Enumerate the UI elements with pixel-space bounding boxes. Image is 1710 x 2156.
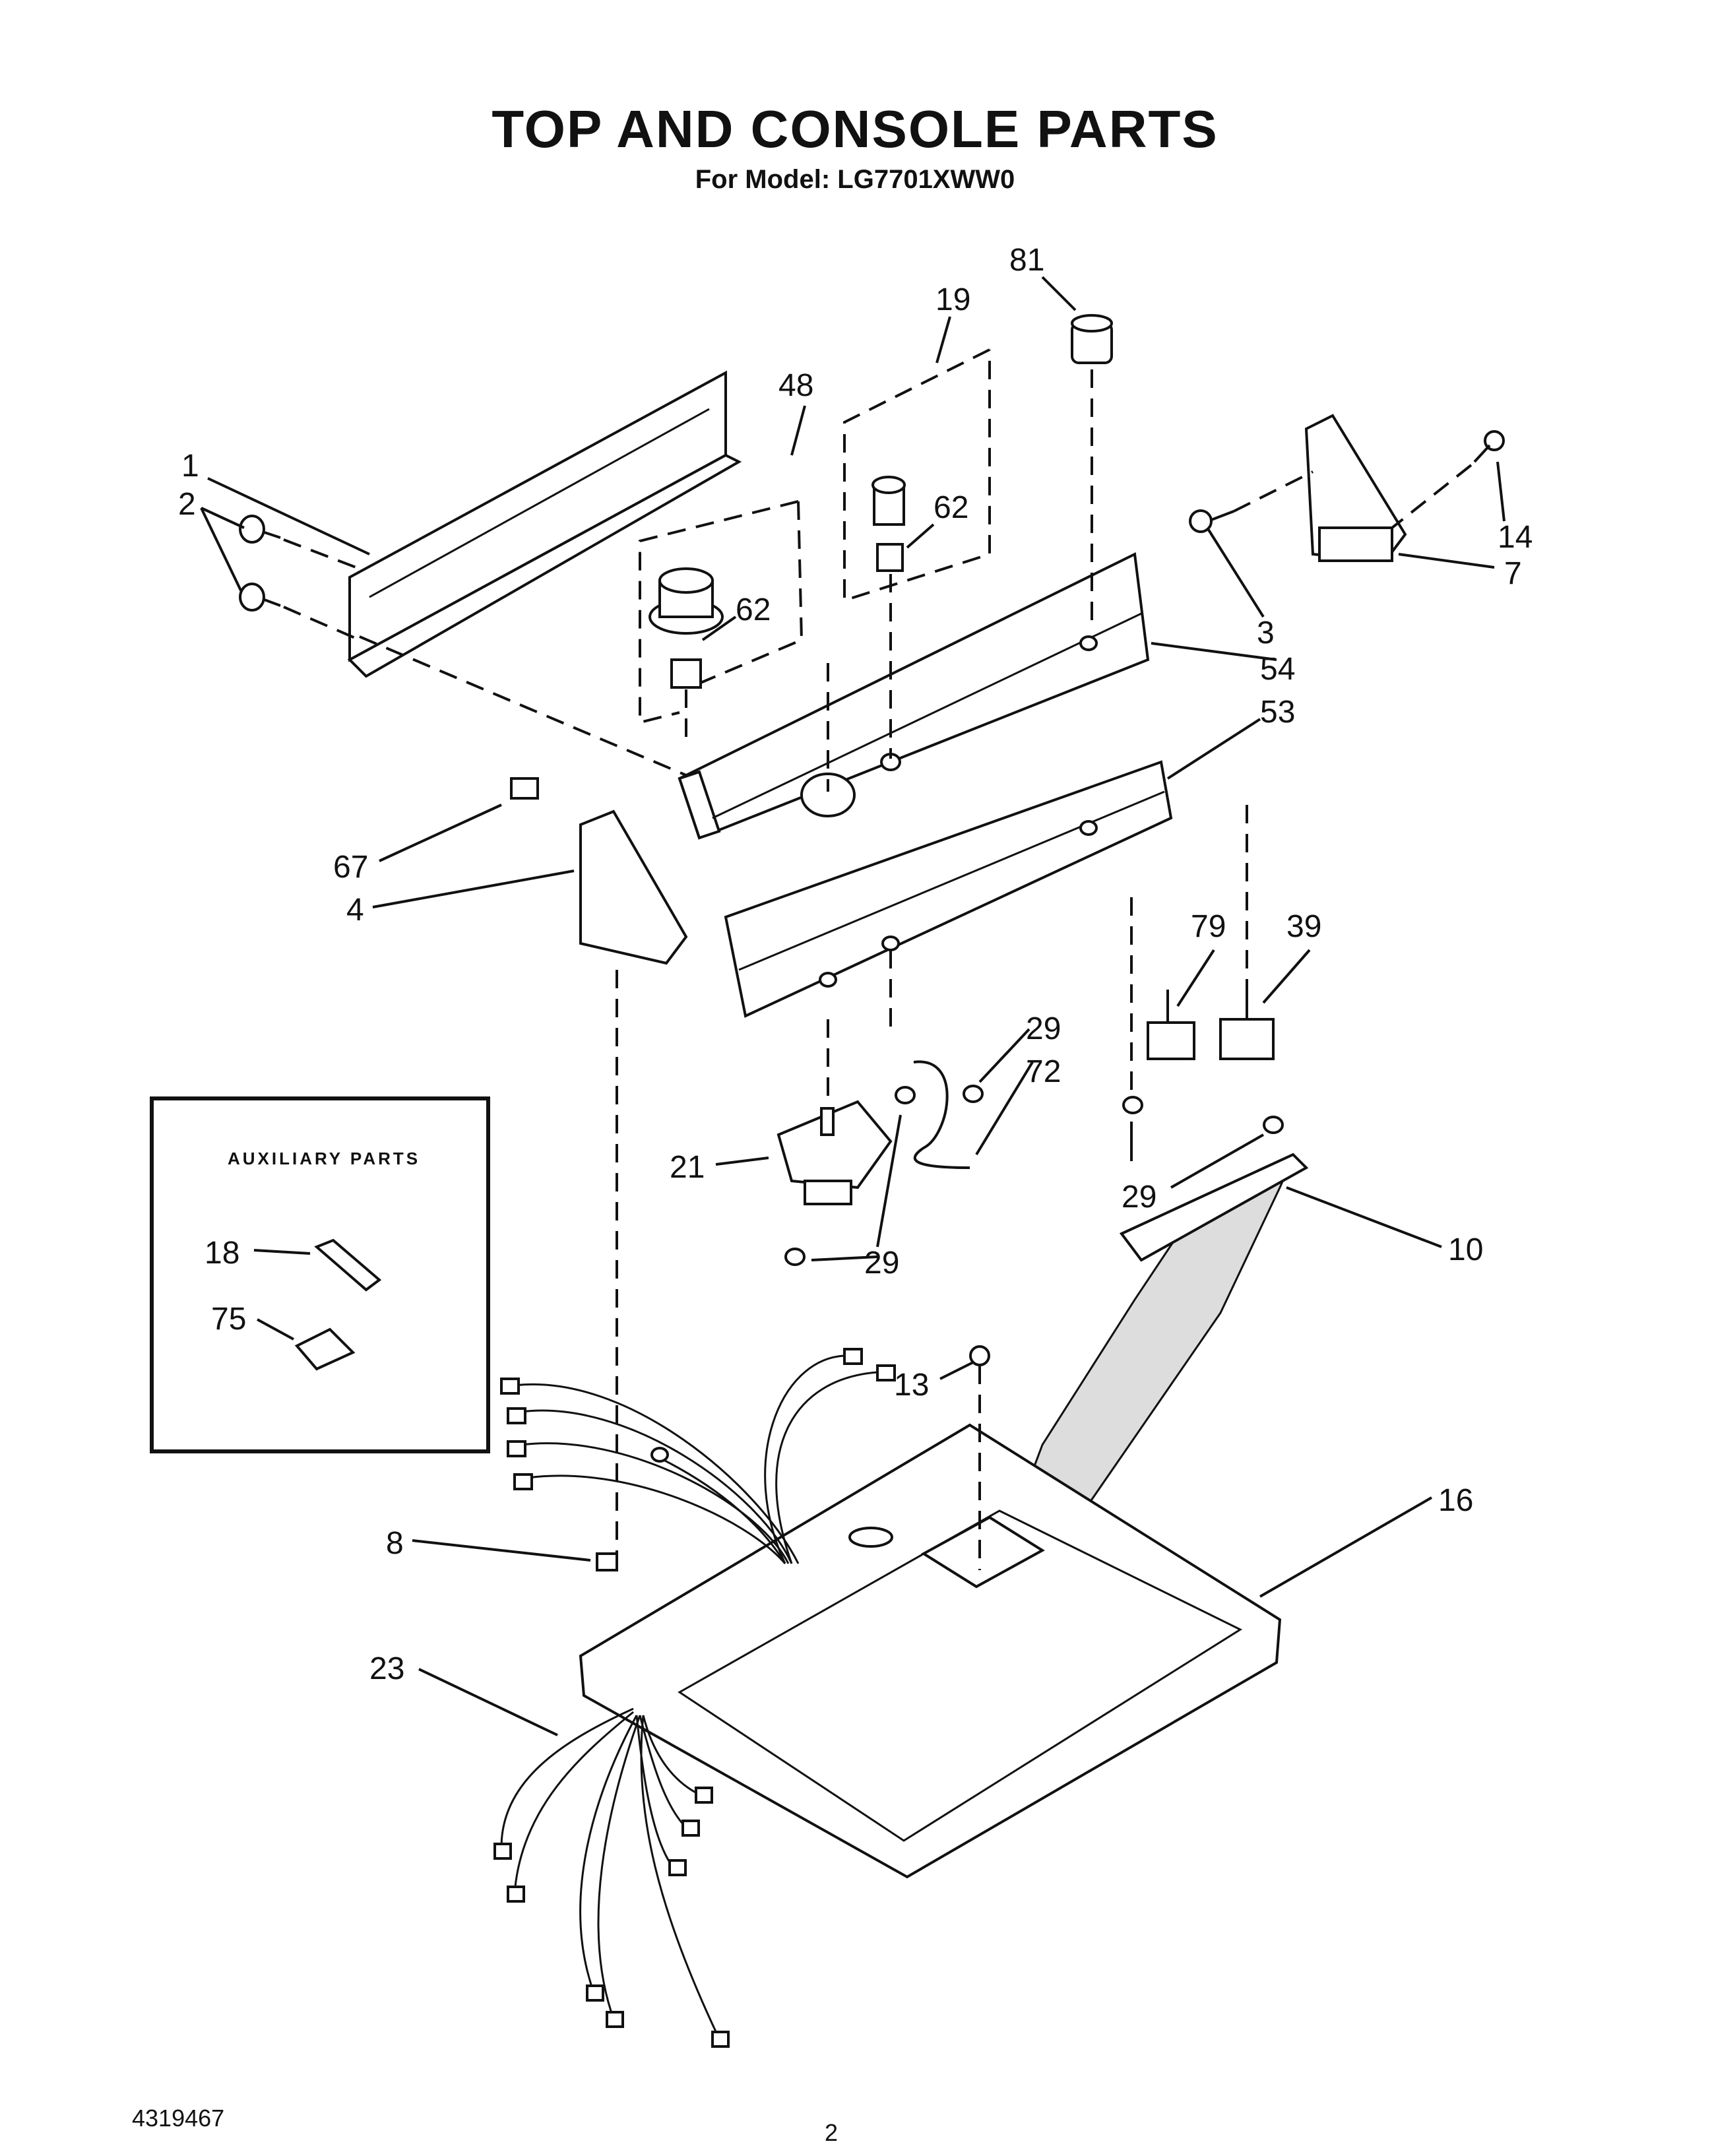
callout-7: 7: [1504, 556, 1522, 591]
callout-53: 53: [1260, 695, 1295, 730]
part-lint-duct-10: [1021, 1153, 1309, 1506]
callout-29b: 29: [864, 1246, 899, 1281]
callout-62a: 62: [934, 490, 968, 525]
callout-8: 8: [386, 1526, 404, 1561]
guide-line: [1391, 464, 1472, 529]
part-wire-harness-upper: [500, 1348, 896, 1564]
callout-labels: 1 2 3 4 7 8 10 13 14 16 18 19 21 23 29 2…: [178, 243, 1533, 1686]
guide-line: [359, 635, 687, 777]
part-top-panel-16: [579, 1423, 1282, 1879]
callout-79: 79: [1191, 909, 1226, 944]
part-ground-wire-72: [913, 1060, 970, 1169]
part-clip-8: [596, 1552, 618, 1571]
auxiliary-title: AUXILIARY PARTS: [228, 1149, 420, 1168]
group-outline-19: [843, 348, 991, 602]
part-timer-knob: [649, 567, 724, 689]
callout-16: 16: [1438, 1483, 1473, 1518]
model-subtitle: For Model: LG7701XWW0: [695, 165, 1015, 194]
callout-81: 81: [1009, 243, 1044, 278]
callout-10: 10: [1448, 1232, 1483, 1267]
part-switch-79: [1147, 990, 1195, 1060]
part-connector-75: [294, 1327, 356, 1371]
part-knob-81: [1071, 314, 1113, 364]
callout-29c: 29: [1122, 1180, 1156, 1215]
page-number: 2: [825, 2119, 839, 2146]
callout-3: 3: [1257, 616, 1275, 650]
part-terminal-18: [314, 1238, 382, 1292]
callout-1: 1: [181, 449, 199, 484]
callout-67: 67: [333, 850, 368, 885]
part-timer-21: [776, 1100, 893, 1205]
callout-62b: 62: [736, 592, 771, 627]
callout-13: 13: [894, 1368, 929, 1403]
part-console-54: [678, 552, 1150, 840]
callout-75: 75: [211, 1302, 246, 1337]
group-outline-48: [639, 500, 799, 724]
callout-72: 72: [1026, 1054, 1061, 1089]
part-end-cap-7: [1304, 414, 1407, 563]
group-outline-48: [692, 501, 804, 687]
callout-39: 39: [1286, 909, 1321, 944]
callout-23: 23: [369, 1651, 404, 1686]
part-clip-67: [510, 777, 539, 800]
guide-line: [283, 606, 360, 641]
callout-54: 54: [1260, 652, 1295, 687]
document-number: 4319467: [132, 2105, 225, 2132]
part-console-base-53: [724, 760, 1173, 1018]
part-wire-harness-23: [493, 1707, 730, 2048]
part-rear-bracket: [347, 370, 742, 678]
callout-29a: 29: [1026, 1011, 1061, 1046]
part-screws-2: [239, 515, 281, 612]
auxiliary-parts-box: AUXILIARY PARTS: [150, 1096, 490, 1453]
callout-21: 21: [670, 1150, 705, 1185]
callout-19: 19: [935, 282, 970, 317]
callout-14: 14: [1498, 520, 1533, 555]
part-screw-3: [1189, 509, 1234, 533]
part-screw-13: [969, 1345, 990, 1366]
part-end-cap-4: [579, 809, 688, 965]
part-screw-14: [1473, 430, 1505, 463]
callout-4: 4: [346, 893, 364, 928]
callout-48: 48: [778, 368, 813, 403]
part-selector-knob: [871, 476, 906, 572]
guide-line: [283, 538, 360, 570]
page-title: TOP AND CONSOLE PARTS: [491, 100, 1219, 158]
guide-line: [1233, 470, 1314, 513]
part-switch-39: [1219, 996, 1275, 1060]
part-screws-29: [784, 1085, 1284, 1266]
callout-18: 18: [205, 1236, 239, 1271]
callout-2: 2: [178, 487, 196, 522]
leader-lines: [200, 276, 1505, 1736]
